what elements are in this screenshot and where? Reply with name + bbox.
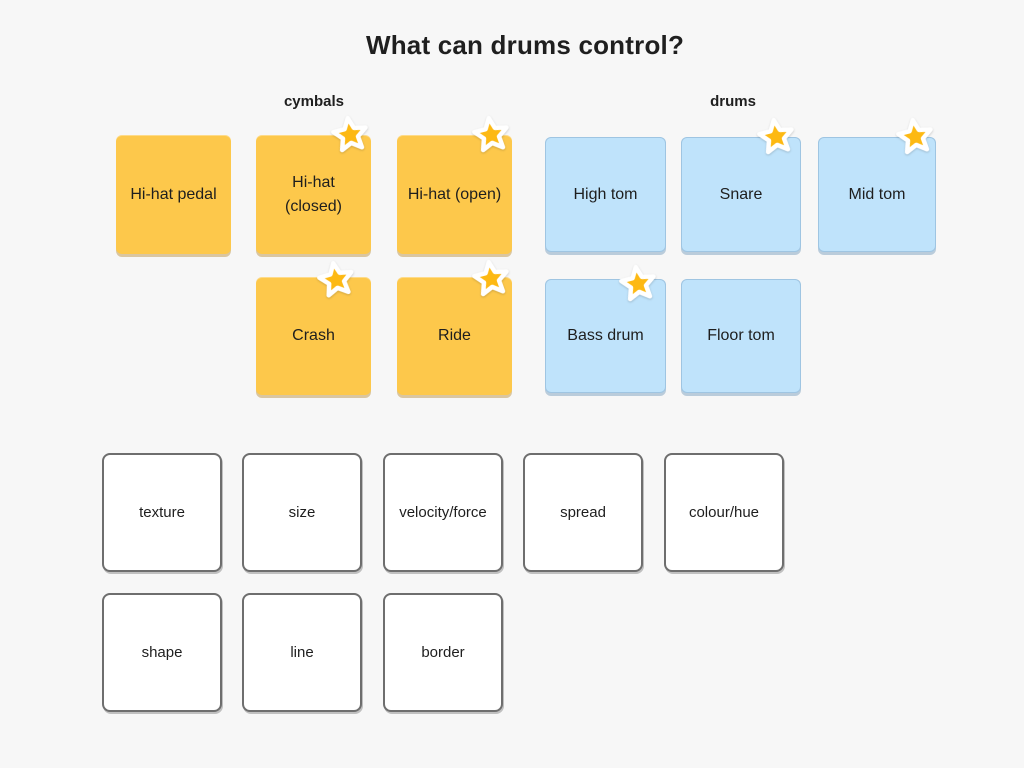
card-label: Snare [719,185,763,203]
option-label: shape [141,643,183,661]
star-icon [895,116,935,156]
card-mid-tom[interactable]: Mid tom [818,117,936,252]
option-card-line[interactable]: line [242,593,362,712]
star-icon [618,263,658,303]
card-label: Hi-hat pedal [130,185,217,203]
star-icon [471,114,511,154]
option-card-texture[interactable]: texture [102,453,222,572]
card-label: Crash [292,327,335,344]
option-label: velocity/​force [399,503,487,521]
card-label: Floor tom [707,327,775,344]
card-hi-hat-pedal[interactable]: Hi-hat pedal [116,135,231,254]
star-icon [330,114,370,154]
option-label: texture [139,503,185,521]
group-label-cymbals: cymbals [283,93,345,110]
group-label-drums: drums [710,93,756,110]
card-high-tom[interactable]: High tom [545,137,666,252]
card-snare[interactable]: Snare [681,117,801,252]
star-icon [471,258,511,298]
card-label: Ride [438,327,471,344]
option-card-size[interactable]: size [242,453,362,572]
card-label: Mid tom [848,185,906,203]
card-hi-hat-open[interactable]: Hi-hat (open) [397,115,512,254]
star-icon [315,258,356,299]
option-label: colour/​hue [688,503,760,521]
option-card-spread[interactable]: spread [523,453,643,572]
star-icon [756,116,796,156]
card-label: Hi-hat (open) [407,185,502,203]
card-label: High tom [573,185,638,203]
option-label: border [421,643,465,661]
card-floor-tom[interactable]: Floor tom [681,279,801,393]
option-card-colour-hue[interactable]: colour/​hue [664,453,784,572]
card-hi-hat-closed[interactable]: Hi-hat (closed) [256,115,371,254]
page-title: What can drums control? [365,30,685,60]
option-label: size [288,503,316,521]
card-crash[interactable]: Crash [256,260,371,395]
card-label: Hi-hat (closed) [285,173,342,215]
option-label: spread [560,503,606,521]
card-ride[interactable]: Ride [397,259,512,395]
option-card-border[interactable]: border [383,593,503,712]
option-label: line [290,643,314,661]
card-label: Bass drum [567,327,644,344]
option-card-shape[interactable]: shape [102,593,222,712]
option-card-velocity-force[interactable]: velocity/​force [383,453,503,572]
card-bass-drum[interactable]: Bass drum [545,264,666,393]
